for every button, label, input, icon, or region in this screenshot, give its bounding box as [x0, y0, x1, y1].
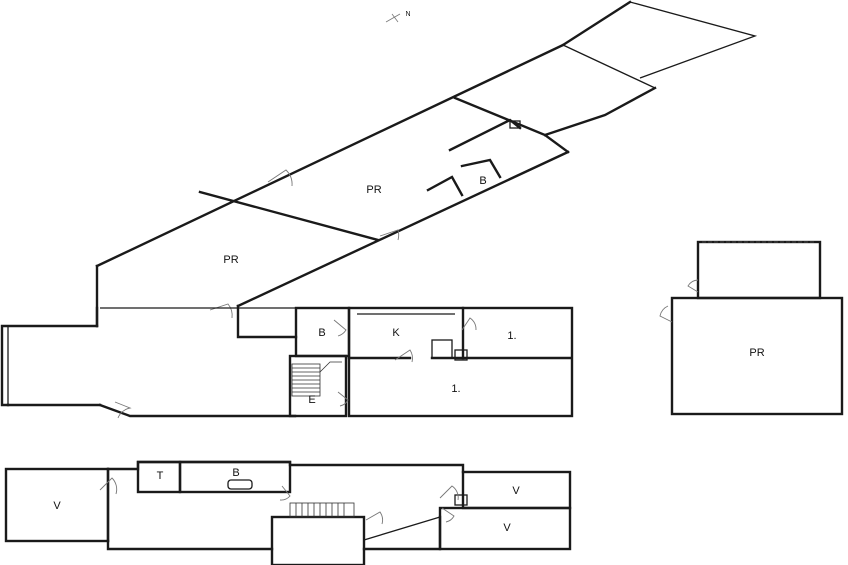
room-label-pr: PR: [223, 254, 238, 266]
upper-central-wall: [363, 516, 441, 541]
outbuilding-door-2: [379, 229, 400, 241]
room-label-e: E: [308, 394, 315, 406]
outbuilding-partition-1: [453, 96, 570, 154]
outbuilding-top-wall: [95, 43, 565, 268]
ground-k-chimney: [454, 349, 468, 361]
room-label-v: V: [53, 500, 61, 512]
outbuilding-chimney: [509, 120, 521, 129]
outbuilding-right-upper: [562, 44, 656, 89]
upper-door-v-right-top: [439, 485, 459, 501]
upper-room-v-right-bottom: [438, 506, 572, 551]
upper-stair: [289, 502, 355, 518]
room-label-1: 1.: [507, 330, 516, 342]
room-label-b: B: [479, 175, 486, 187]
room-label-v: V: [503, 522, 511, 534]
room-label-v: V: [512, 485, 520, 497]
upper-door-v-left: [99, 477, 118, 495]
outbuilding-bath-wall: [426, 175, 464, 197]
ground-floor: B E K 1. 1.: [0, 304, 574, 419]
outbuilding-far-wall: [561, 0, 632, 47]
north-arrow-icon: N: [385, 11, 411, 23]
upper-bathroom: [178, 460, 292, 494]
room-label-pr: PR: [366, 184, 381, 196]
upper-central-block: [270, 515, 366, 565]
room-label-b: B: [318, 327, 325, 339]
room-label-t: T: [157, 470, 164, 482]
ground-entry-door: [114, 401, 132, 419]
outbuilding-bath-wall-2: [460, 158, 502, 179]
upper-door-b: [279, 485, 291, 501]
ground-room1-door: [461, 317, 477, 331]
ground-k-cabinet: [431, 339, 453, 359]
outbuilding-partition-2: [198, 190, 380, 242]
ground-stair: [291, 361, 342, 397]
annex-door: [659, 305, 673, 323]
ground-e-door: [337, 391, 349, 407]
upper-floor: V T B V V: [4, 460, 572, 565]
outbuilding-door-3: [209, 303, 233, 319]
outbuilding-door-1: [267, 169, 293, 187]
outbuilding-right-lower: [543, 86, 657, 137]
annex-main-room: [670, 296, 844, 416]
upper-central-south: [362, 515, 442, 551]
ground-b-door: [333, 319, 347, 337]
room-label-k: K: [392, 327, 400, 339]
room-label-pr: PR: [749, 347, 764, 359]
room-label-b: B: [232, 467, 239, 479]
ground-main-block: [347, 306, 574, 418]
room-label-1: 1.: [451, 383, 460, 395]
upper-door-v-right-bottom: [441, 507, 455, 523]
outbuilding-bottom-wall: [236, 150, 570, 308]
ground-k-door: [394, 349, 413, 363]
upper-bathtub: [227, 479, 253, 490]
ground-south-wall: [98, 403, 297, 418]
annex-porch: [696, 240, 822, 300]
annex-porch-door: [687, 279, 699, 293]
annex-building: PR: [659, 240, 844, 416]
ground-entry: [288, 354, 348, 418]
upper-south-wall-left: [106, 539, 274, 551]
upper-door-central: [365, 511, 383, 525]
outbuilding: PR PR B: [95, 0, 758, 328]
outbuilding-partition-3: [448, 118, 522, 152]
outbuilding-far-strip: [629, 1, 758, 79]
compass-label: N: [405, 11, 410, 18]
ground-left-wing: [0, 324, 99, 407]
upper-chimney: [454, 494, 468, 506]
ground-connector: [236, 304, 298, 339]
